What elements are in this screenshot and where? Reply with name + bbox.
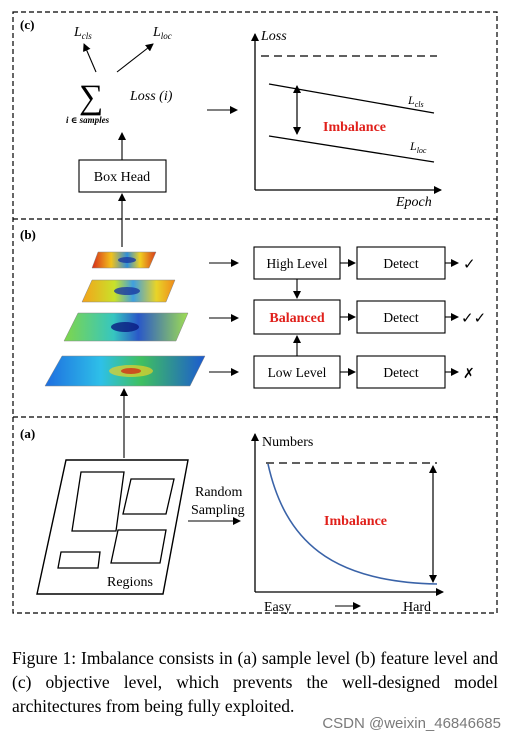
loss-imbalance-label: Imbalance	[323, 120, 386, 135]
balanced-label: Balanced	[269, 311, 324, 326]
detect-box-low	[356, 355, 446, 389]
panel-c-tag: (c)	[20, 17, 34, 32]
numbers-y-label: Numbers	[262, 435, 313, 450]
detect-label-high: Detect	[383, 256, 418, 271]
loss-x-label: Epoch	[395, 195, 432, 210]
easy-label: Easy	[264, 600, 291, 615]
random-label: Random	[195, 485, 243, 500]
high-level-box	[253, 246, 341, 280]
panel-a-tag: (a)	[20, 426, 35, 441]
l-loc-label: Lloc	[152, 25, 172, 41]
regions-image	[36, 459, 189, 595]
detect-box-balanced	[356, 300, 446, 334]
sum-subscript: i ∈ samples	[66, 115, 110, 125]
outer-frame	[12, 11, 498, 614]
curve-l-loc	[268, 135, 435, 163]
detect-label-low: Detect	[383, 365, 418, 380]
hard-label: Hard	[403, 600, 431, 615]
feature-map-level-2	[81, 279, 176, 303]
box-head-label: Box Head	[94, 170, 150, 185]
low-level-label: Low Level	[268, 365, 327, 380]
box-head	[78, 159, 167, 193]
curve-cls-label: Lcls	[407, 93, 424, 109]
feature-map-level-4	[44, 355, 206, 387]
sum-symbol: ∑	[79, 79, 103, 116]
figure-caption: Figure 1: Imbalance consists in (a) samp…	[12, 648, 498, 716]
feature-map-level-3	[63, 312, 189, 342]
numbers-curve	[267, 463, 438, 585]
detect-label-balanced: Detect	[383, 310, 418, 325]
loss-i-label: Loss (i)	[129, 89, 173, 104]
check-icon: ✓	[463, 255, 476, 273]
panel-b-tag: (b)	[20, 227, 36, 242]
arrow-to-lcls	[83, 43, 97, 73]
balanced-box	[253, 299, 341, 335]
l-cls-label: Lcls	[73, 25, 92, 41]
regions-label: Regions	[107, 575, 153, 590]
numbers-imbalance-label: Imbalance	[324, 514, 387, 529]
sampling-label: Sampling	[191, 503, 245, 518]
curve-loc-label: Lloc	[409, 139, 427, 155]
high-level-label: High Level	[266, 256, 327, 271]
arrow-to-lloc	[116, 43, 154, 73]
double-check-icon: ✓✓	[461, 309, 486, 327]
loss-y-label: Loss	[260, 29, 287, 44]
cross-icon: ✗	[463, 366, 475, 382]
watermark: CSDN @weixin_46846685	[322, 715, 501, 732]
feature-map-level-1	[91, 251, 157, 269]
detect-box-high	[356, 246, 446, 280]
